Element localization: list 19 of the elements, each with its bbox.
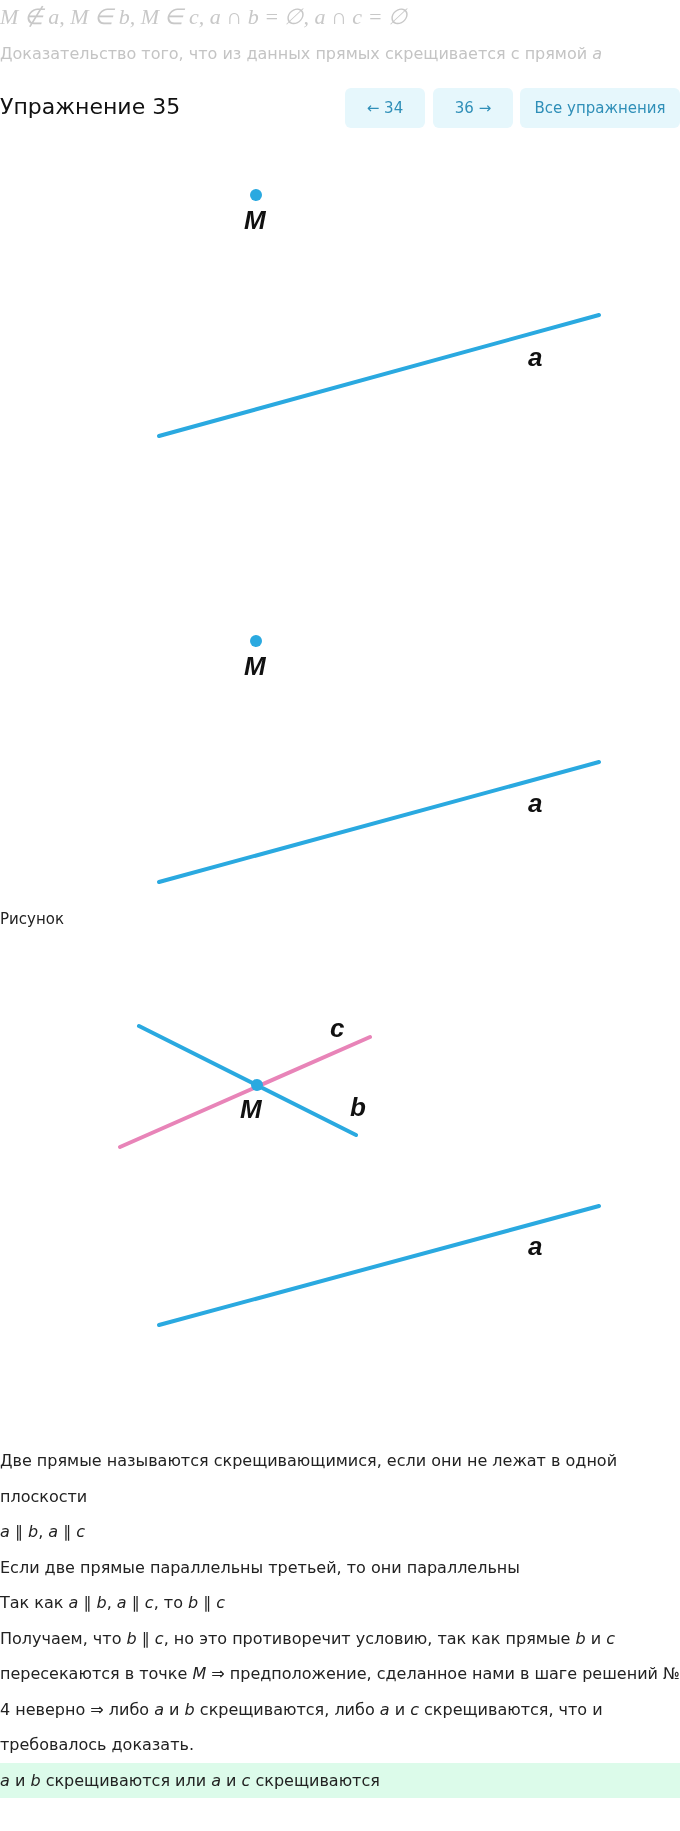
- paragraph-text: Получаем, что b ∥ c, но это противоречит условию, так как прямые b и c пересекаются в точке M ⇒ предположение, сделанное нами в шаге решений № 4 неверно ⇒ либо a и b скрещиваются, либо a и c скрещиваются, что и требовалось доказать.: [0, 1627, 680, 1756]
- point-label: M: [244, 651, 266, 682]
- figure-caption: Рисунок: [0, 910, 64, 928]
- previous-button: ← 34: [345, 88, 425, 128]
- line-label: a: [528, 342, 543, 373]
- line-label: a: [528, 788, 543, 819]
- line-label: b: [350, 1092, 366, 1123]
- point-label: M: [240, 1094, 262, 1125]
- paragraph-text: Так как a ∥ b, a ∥ c, то b ∥ c: [0, 1592, 227, 1614]
- all-exercises-button: Все упражнения: [520, 88, 680, 128]
- formula: a ∥ b, a ∥ c: [0, 1521, 87, 1543]
- answer-banner: a и b скрещиваются или a и c скрещиваются: [0, 1762, 680, 1798]
- point-label: M: [244, 205, 266, 236]
- next-button: 36 →: [433, 88, 513, 128]
- exercise-heading: Упражнение 35: [0, 94, 181, 119]
- line-label: c: [330, 1013, 345, 1044]
- task-text: Доказательство того, что из данных прямых скрещивается с прямой a: [0, 44, 603, 63]
- paragraph-text: Если две прямые параллельны третьей, то они параллельны: [0, 1556, 521, 1579]
- line-label: a: [528, 1231, 543, 1262]
